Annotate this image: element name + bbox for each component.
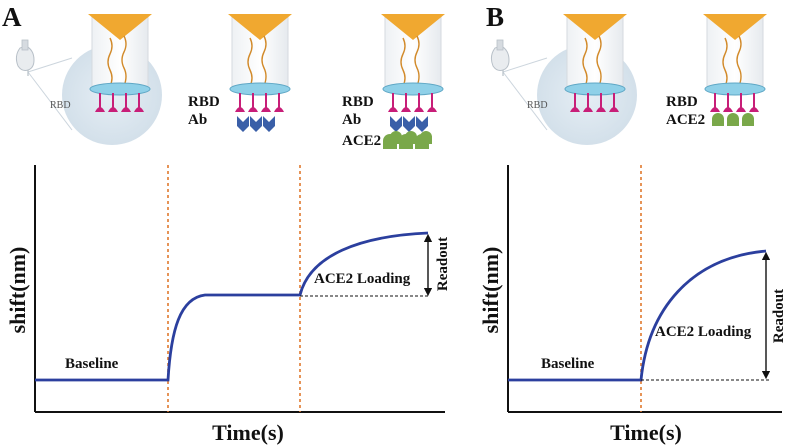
fiber-line — [261, 35, 267, 87]
ace2-icon — [712, 113, 724, 126]
fiber-line — [722, 37, 728, 87]
loading-label: ACE2 Loading — [314, 271, 411, 287]
sensor-a2 — [228, 14, 292, 132]
rbd-head-icon — [261, 107, 271, 112]
antibody-icon — [250, 116, 262, 132]
rbd-head-icon — [121, 107, 131, 112]
rbd-head-icon — [570, 107, 580, 112]
rbd-head-icon — [609, 107, 619, 112]
sensor-a3 — [381, 14, 445, 144]
rbd-head-icon — [248, 107, 258, 112]
fiber-line — [247, 37, 253, 87]
panel-b-stage1: RBD — [490, 14, 637, 145]
sensor-tip — [229, 82, 291, 96]
rbd-head-icon — [414, 107, 424, 112]
light-arrow-icon — [703, 14, 767, 40]
antibody-icon — [263, 116, 275, 132]
rbd-head-icon — [710, 107, 720, 112]
light-arrow-icon — [381, 14, 445, 40]
panel-b-letter: B — [486, 2, 504, 32]
rbd-head-icon — [723, 107, 733, 112]
sensor-tip — [382, 82, 444, 96]
stage2-label-ace2: ACE2 — [666, 112, 705, 128]
sensor-b2 — [703, 14, 767, 126]
antibody-icon — [403, 116, 415, 132]
stage3-label-ab: Ab — [342, 112, 361, 128]
x-axis-title: Time(s) — [212, 420, 284, 445]
fiber-line — [414, 35, 420, 87]
rbd-head-icon — [95, 107, 105, 112]
sensor-b1 — [563, 14, 627, 112]
zoom-line — [502, 71, 548, 131]
y-axis-title: shift(nm) — [478, 247, 503, 334]
baseline-label: Baseline — [65, 356, 119, 372]
antibody-icon — [390, 116, 402, 132]
readout-label: Readout — [435, 237, 451, 291]
loading-label: ACE2 Loading — [655, 324, 752, 340]
stage2-label-ab: Ab — [188, 112, 207, 128]
panel-b-plot: shift(nm) Time(s) Baseline ACE2 Loading … — [478, 165, 787, 445]
biosensor-probe-icon — [490, 39, 510, 76]
stage2-label-rbd: RBD — [666, 94, 698, 110]
zoom-line — [27, 71, 73, 131]
zoom-line — [27, 57, 73, 73]
y-axis-title: shift(nm) — [5, 247, 30, 334]
stage2-label-rbd: RBD — [188, 94, 220, 110]
sensor-tip — [89, 82, 151, 96]
zoom-line — [502, 57, 548, 73]
rbd-head-icon — [401, 107, 411, 112]
antibody-icon — [237, 116, 249, 132]
panel-a-stage2: RBD Ab — [188, 14, 292, 132]
stage3-label-rbd: RBD — [342, 94, 374, 110]
ace2-icon — [742, 113, 754, 126]
stage3-label-ace2: ACE2 — [342, 133, 381, 149]
panel-b-stage2: RBD ACE2 — [666, 14, 767, 128]
biosensor-probe-icon — [15, 39, 35, 76]
rbd-head-icon — [583, 107, 593, 112]
fiber-line — [121, 35, 127, 87]
rbd-head-icon — [749, 107, 759, 112]
light-arrow-icon — [88, 14, 152, 40]
panel-a-stage1: RBD — [15, 14, 162, 145]
rbd-head-icon — [736, 107, 746, 112]
rbd-head-icon — [596, 107, 606, 112]
rbd-head-icon — [134, 107, 144, 112]
readout-label: Readout — [771, 289, 787, 343]
response-curve — [508, 249, 767, 382]
fiber-line — [596, 35, 602, 87]
antibody-icon — [416, 116, 428, 132]
fiber-line — [107, 37, 113, 87]
fiber-line — [582, 37, 588, 87]
light-arrow-icon — [228, 14, 292, 40]
rbd-head-icon — [388, 107, 398, 112]
baseline-label: Baseline — [541, 356, 595, 372]
fiber-line — [736, 35, 742, 87]
ace2-icon — [727, 113, 739, 126]
response-curve — [35, 231, 429, 382]
stage1-rbd-label: RBD — [527, 100, 548, 111]
sensor-tip — [564, 82, 626, 96]
rbd-head-icon — [108, 107, 118, 112]
panel-a: A RBD RBD Ab RBD Ab ACE2 — [2, 2, 451, 445]
stage1-rbd-label: RBD — [50, 100, 71, 111]
x-axis-title: Time(s) — [610, 420, 682, 445]
panel-a-plot: shift(nm) Time(s) Baseline ACE2 Loading … — [5, 165, 451, 445]
fiber-line — [400, 37, 406, 87]
sensor-a1 — [88, 14, 152, 112]
rbd-head-icon — [427, 107, 437, 112]
panel-b: B RBD RBD ACE2 shift(nm) Time(s) — [478, 2, 787, 445]
ace2-legend-icon — [383, 134, 429, 149]
panel-a-letter: A — [2, 2, 22, 32]
rbd-head-icon — [274, 107, 284, 112]
light-arrow-icon — [563, 14, 627, 40]
rbd-head-icon — [235, 107, 245, 112]
panel-a-stage3: RBD Ab ACE2 — [342, 14, 445, 149]
sensor-tip — [704, 82, 766, 96]
